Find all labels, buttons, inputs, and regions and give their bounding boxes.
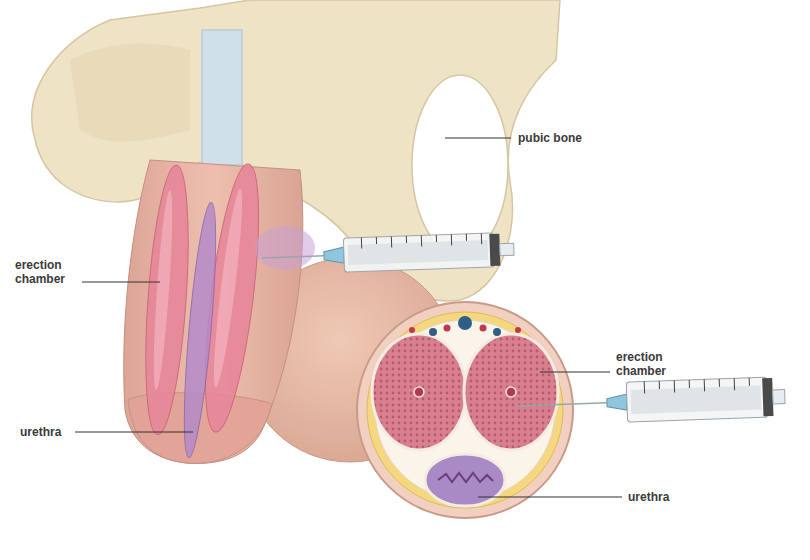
artery [480,325,487,332]
urethra-lumen [438,473,493,482]
artery [444,325,451,332]
penis-shaft [124,160,303,463]
spongiosum-section [425,454,505,506]
corpus-section [372,334,466,450]
urethra-tube [178,202,222,459]
vein [493,328,501,336]
pelvis-shading [70,43,190,141]
part-label: erection chamber [616,350,688,379]
obturator-foramen [412,75,508,255]
chamber-highlight [150,190,176,390]
artery [414,387,424,397]
corpus-section [464,334,558,450]
part-label: pubic bone [518,131,638,145]
chamber-highlight [209,188,247,388]
pelvis-bone [32,0,560,301]
pubic-symphysis [202,30,242,165]
vein [458,316,472,330]
vein [429,328,437,336]
part-label: urethra [20,425,110,439]
artery [515,327,521,333]
artery [506,387,516,397]
cross-section-skin [357,302,573,518]
syringe [514,377,785,426]
leader-lines [75,138,622,497]
fascia-layer [367,312,563,508]
bulb [255,226,315,270]
part-label: erection chamber [15,258,87,287]
artery [409,327,415,333]
syringe [261,232,514,275]
part-label: urethra [628,490,718,504]
